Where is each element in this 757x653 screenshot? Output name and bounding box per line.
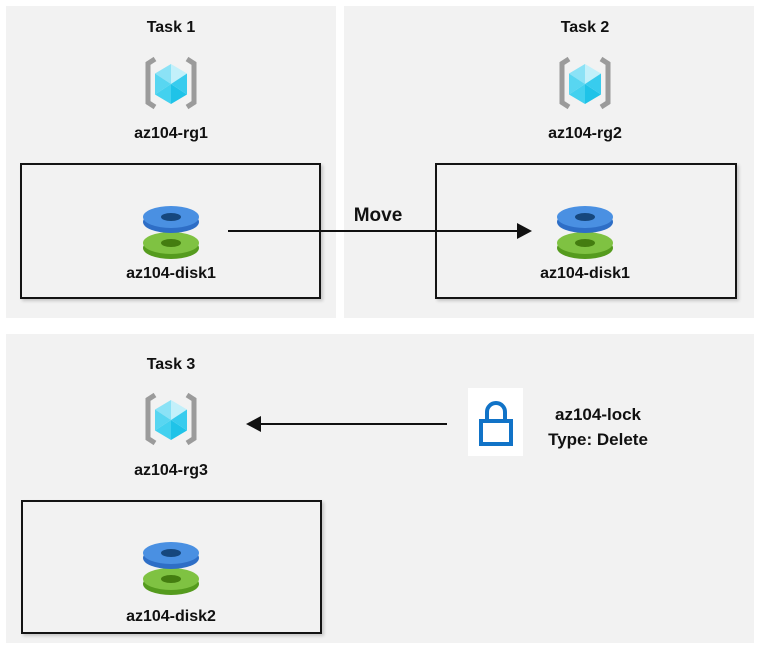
lock-type: Type: Delete	[548, 430, 648, 449]
task1-panel	[6, 6, 336, 318]
task1-title: Task 1	[146, 19, 196, 36]
move-arrow-label: Move	[353, 205, 403, 226]
task2-resource-group-label: az104-rg2	[548, 125, 622, 142]
task3-panel	[6, 334, 754, 643]
move-arrow-line	[228, 230, 518, 232]
task1-resource-group-label: az104-rg1	[134, 125, 208, 142]
resource-group-icon	[559, 56, 611, 110]
disk-icon	[143, 542, 199, 595]
disk-icon	[557, 206, 613, 259]
task1-disk-label: az104-disk1	[126, 265, 216, 282]
lock-arrow-line	[259, 423, 447, 425]
task2-disk-label: az104-disk1	[540, 265, 630, 282]
resource-group-icon	[145, 392, 197, 446]
task2-title: Task 2	[560, 19, 610, 36]
move-arrowhead-icon	[517, 223, 532, 239]
lock-icon	[468, 388, 523, 456]
task3-resource-group-label: az104-rg3	[134, 462, 208, 479]
task2-panel	[344, 6, 754, 318]
lock-arrowhead-icon	[246, 416, 261, 432]
task3-disk-label: az104-disk2	[126, 608, 216, 625]
resource-group-icon	[145, 56, 197, 110]
lock-name: az104-lock	[555, 405, 641, 424]
disk-icon	[143, 206, 199, 259]
task3-title: Task 3	[146, 356, 196, 373]
task3-disk-box	[21, 500, 322, 634]
lock-caption: az104-lock Type: Delete	[523, 402, 673, 452]
